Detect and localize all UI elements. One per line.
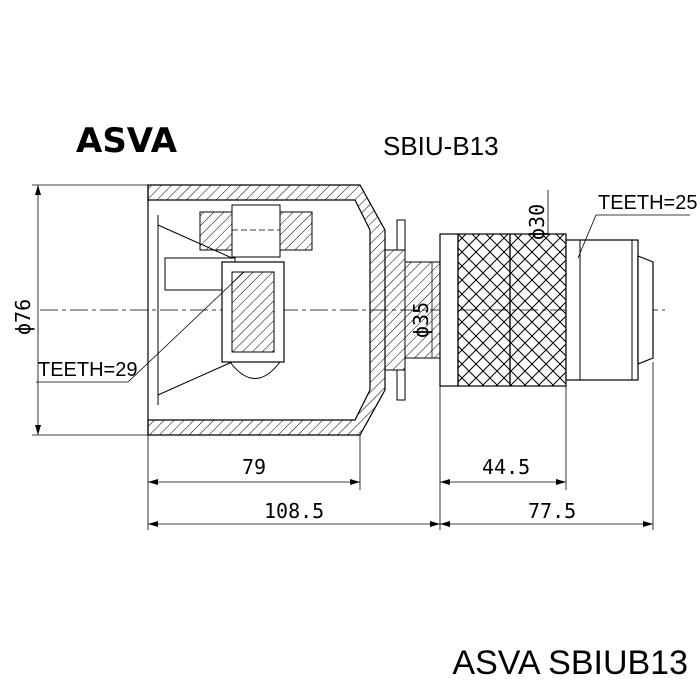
output-shaft bbox=[439, 233, 654, 387]
dim-108-5-label: 108.5 bbox=[264, 499, 324, 523]
joint-housing bbox=[147, 184, 386, 436]
part-code: SBIU-B13 bbox=[383, 131, 499, 161]
diameter-30-label: ϕ30 bbox=[525, 204, 549, 240]
footer-caption: ASVA SBIUB13 bbox=[452, 644, 688, 682]
housing-neck bbox=[384, 219, 441, 401]
teeth-25-callout: TEETH=25 bbox=[577, 192, 697, 259]
dim-79-label: 79 bbox=[242, 455, 266, 479]
teeth-29-callout: TEETH=29 bbox=[36, 271, 245, 383]
dim-44-5: 44.5 bbox=[440, 386, 567, 490]
dim-79: 79 bbox=[147, 435, 361, 530]
teeth-29-label: TEETH=29 bbox=[38, 359, 137, 381]
dim-diameter-30: ϕ30 bbox=[525, 190, 549, 240]
dim-77-5-label: 77.5 bbox=[528, 499, 576, 523]
diameter-35-label: ϕ35 bbox=[409, 302, 433, 338]
diameter-76-label: ϕ76 bbox=[11, 299, 35, 335]
dim-108-5: 108.5 bbox=[148, 386, 441, 530]
dim-diameter-35: ϕ35 bbox=[409, 262, 433, 358]
dim-77-5: 77.5 bbox=[440, 362, 654, 530]
tripod-roller bbox=[164, 204, 313, 379]
dim-diameter-76: ϕ76 bbox=[11, 184, 148, 436]
brand-title: ASVA bbox=[76, 121, 178, 161]
dim-44-5-label: 44.5 bbox=[482, 455, 530, 479]
teeth-25-label: TEETH=25 bbox=[598, 192, 697, 214]
